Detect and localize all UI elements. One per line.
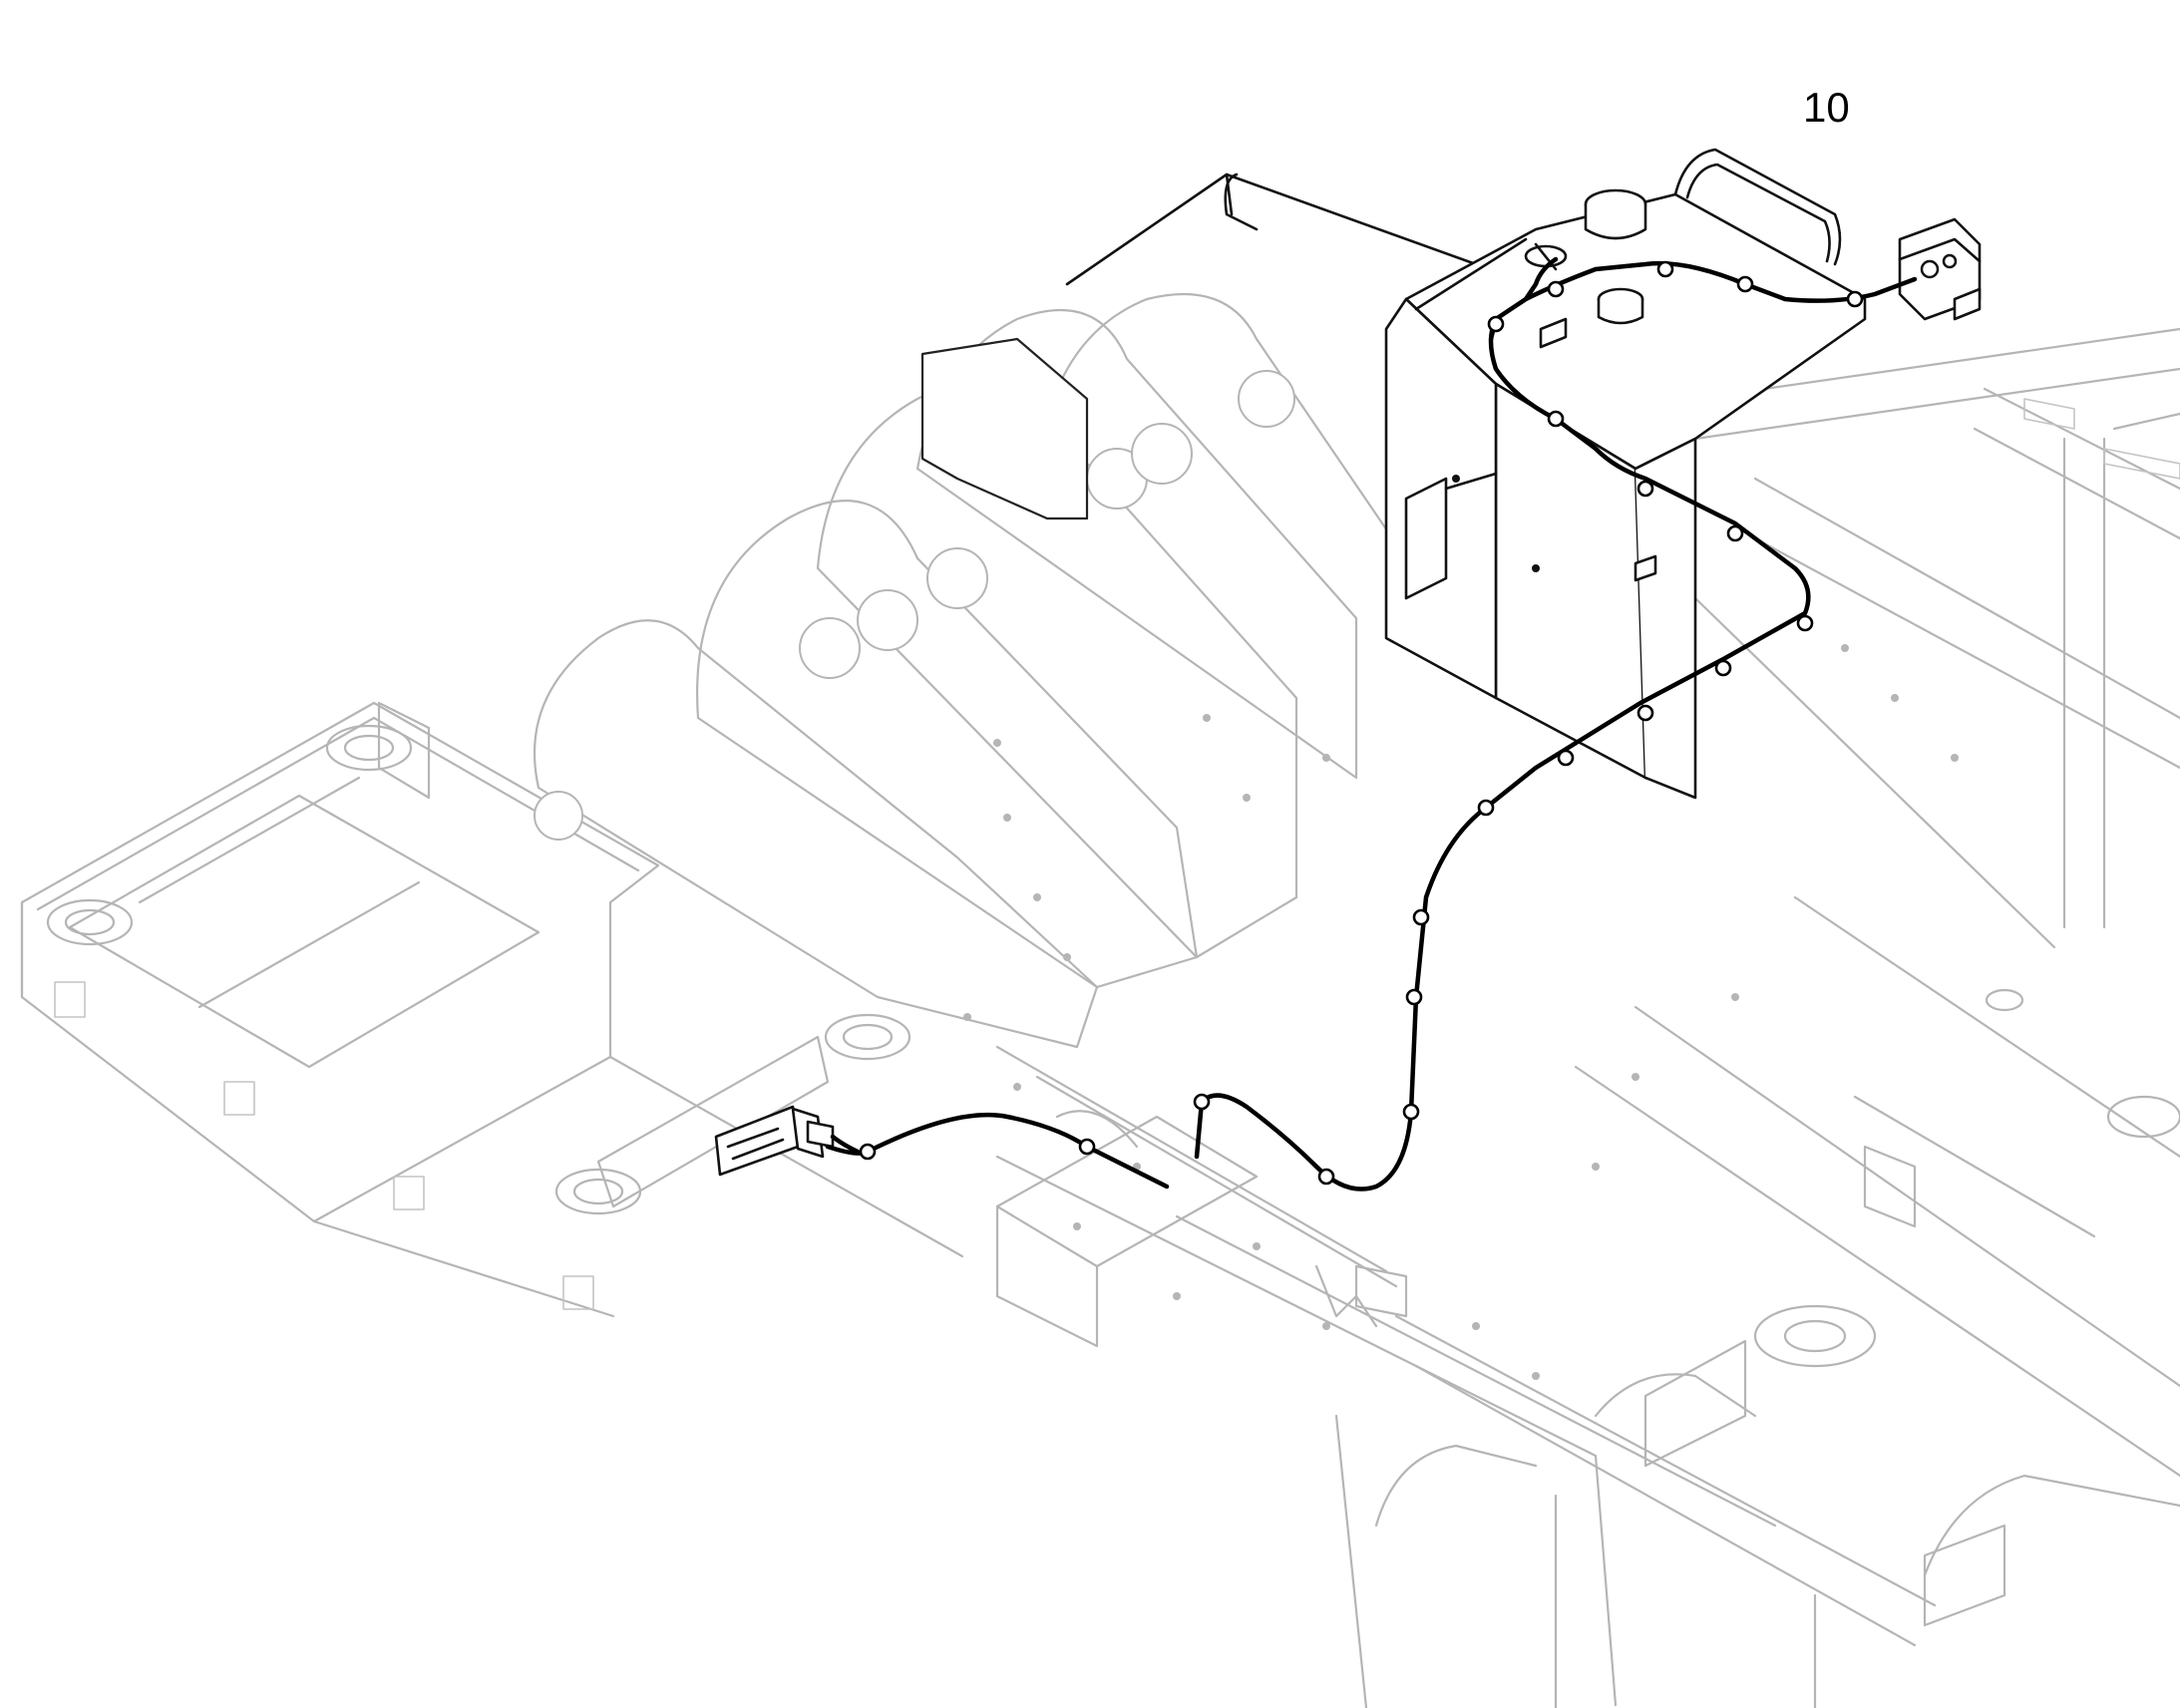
- tank-assembly: [1384, 148, 1867, 800]
- chassis-frame: [20, 172, 2180, 1708]
- connector-bracket: [714, 1105, 835, 1177]
- frame-rivets: [963, 644, 1959, 1380]
- mount-pad: [46, 724, 911, 1215]
- junction-bracket: [1898, 217, 1982, 321]
- callout-number: 10: [1803, 84, 1850, 131]
- harness-clips: [859, 260, 1864, 1186]
